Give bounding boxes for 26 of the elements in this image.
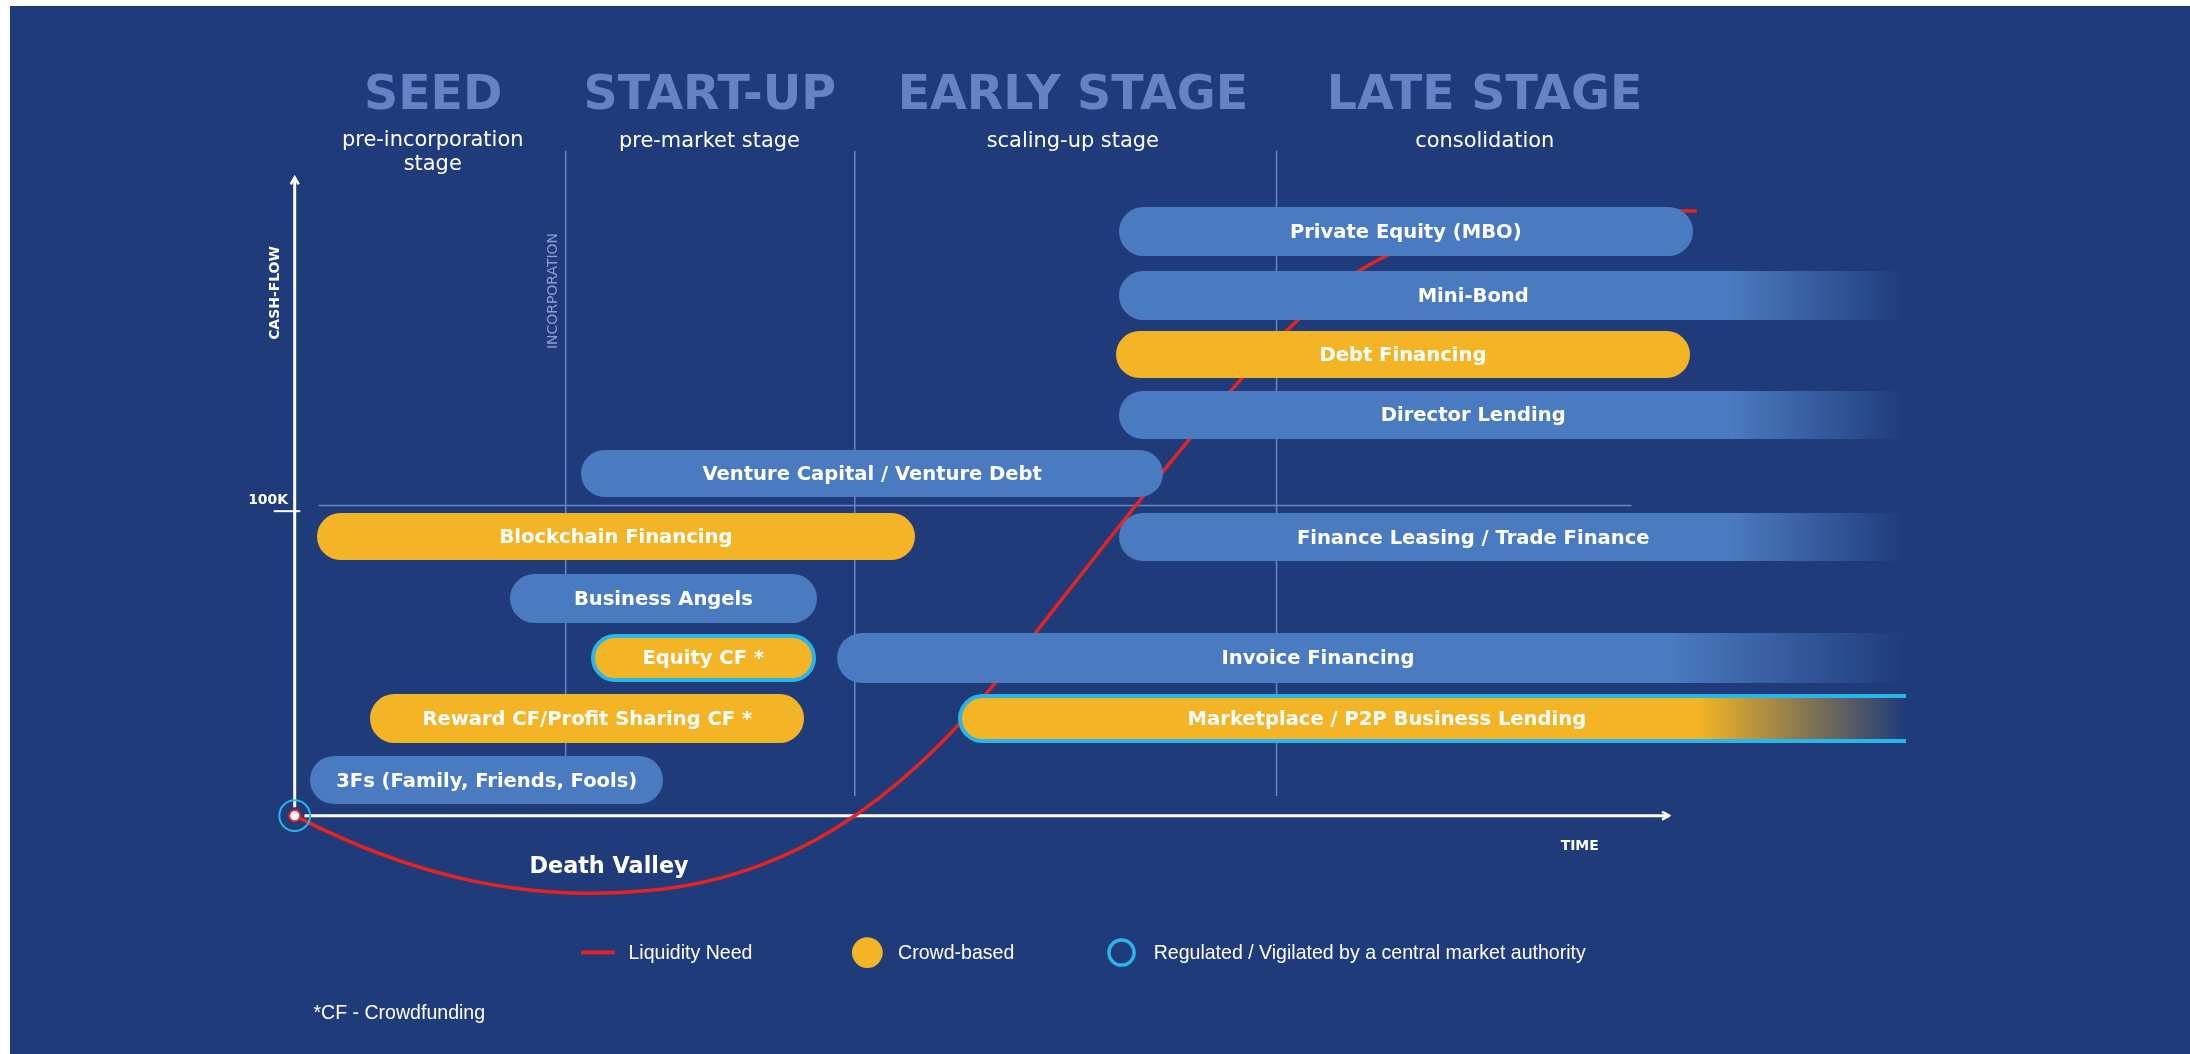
axis-label: CASH-FLOW xyxy=(265,246,282,341)
stage-heading: SEED xyxy=(363,64,503,120)
funding-bar: Business Angels xyxy=(509,574,818,623)
stage-heading: EARLY STAGE xyxy=(897,64,1249,120)
crowd-funding-bar: Marketplace / P2P Business Lending xyxy=(958,694,1907,743)
funding-bar: 3Fs (Family, Friends, Fools) xyxy=(310,755,664,805)
tick-label: 100K xyxy=(248,490,289,507)
legend-label: Liquidity Need xyxy=(628,941,753,965)
legend-label: Crowd-based xyxy=(898,941,1015,965)
stage-subtitle: consolidation xyxy=(1415,127,1555,152)
stage-subtitle: pre-incorporation stage xyxy=(340,126,525,175)
crowd-funding-bar: Debt Financing xyxy=(1115,331,1690,379)
legend-label: Regulated / Vigilated by a central market authority xyxy=(1153,941,1586,965)
stage-heading: START-UP xyxy=(583,64,836,120)
crowd-funding-bar: Blockchain Financing xyxy=(317,512,915,561)
axis-label: TIME xyxy=(1560,837,1599,853)
stage-heading: LATE STAGE xyxy=(1326,64,1643,120)
crowd-funding-bar: Reward CF/Profit Sharing CF * xyxy=(370,694,805,743)
annotation-label: Death Valley xyxy=(529,851,689,878)
divider-label: INCORPORATION xyxy=(543,232,560,349)
stage-subtitle: scaling-up stage xyxy=(986,127,1159,152)
stage-subtitle: pre-market stage xyxy=(619,127,800,152)
funding-bar: Venture Capital / Venture Debt xyxy=(581,449,1164,498)
footnote: *CF - Crowdfunding xyxy=(313,1001,486,1025)
funding-bar: Private Equity (MBO) xyxy=(1118,206,1693,256)
crowd-funding-bar: Equity CF * xyxy=(590,634,816,682)
